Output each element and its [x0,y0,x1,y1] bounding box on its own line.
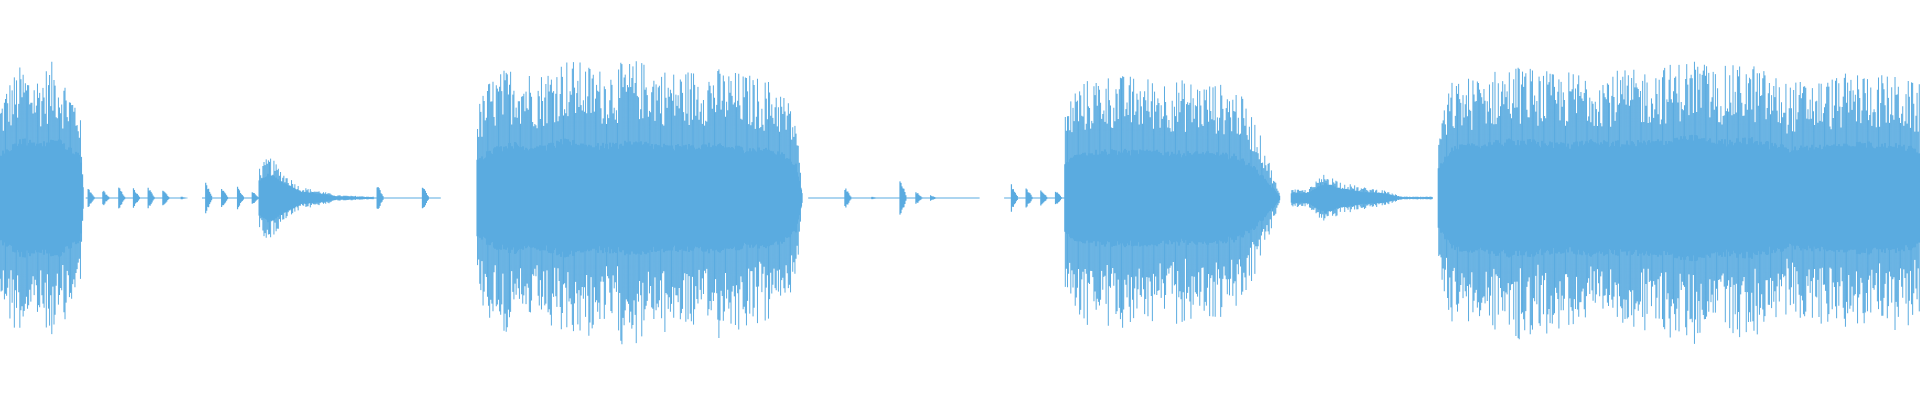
waveform-segment-blip-1 [258,158,375,238]
waveform-segment-blip-2 [1290,174,1433,221]
waveform-segment-clicks-4 [808,181,980,215]
waveform-core [1290,183,1433,213]
waveform-core [1437,134,1920,262]
waveform-core [258,173,375,223]
waveform-core [476,138,803,258]
waveform-segment-clicks-1 [85,187,188,209]
waveform-segment-clicks-5 [1004,184,1066,212]
waveform-core [0,138,84,258]
waveform-core [1064,148,1281,248]
waveform-segment-clicks-3 [373,187,441,209]
waveform-segment-burst-1 [0,61,84,335]
waveform-segment-burst-2 [476,61,803,345]
waveform-segment-burst-4 [1437,61,1920,344]
waveform-segment-burst-3 [1064,76,1281,328]
waveform-channel [0,61,1920,345]
